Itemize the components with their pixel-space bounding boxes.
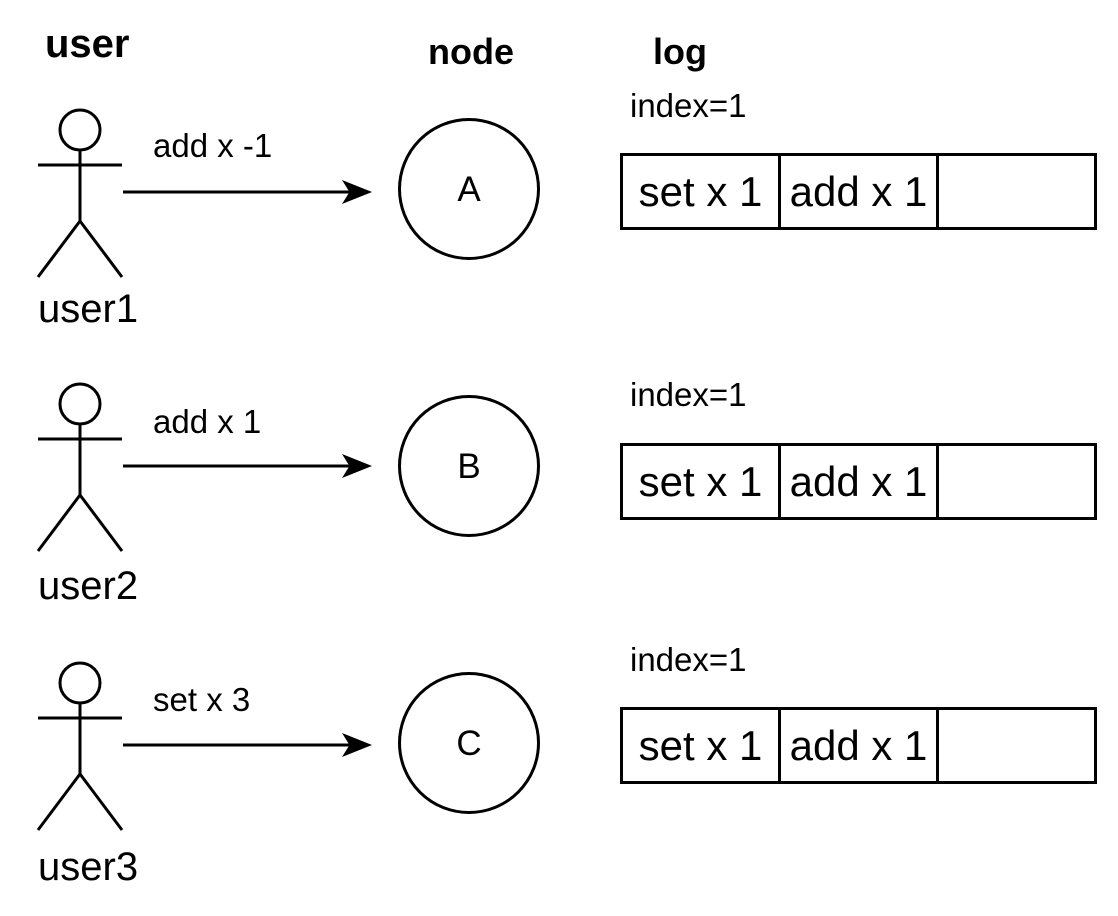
stick-figure-user2: [30, 379, 130, 559]
arrow-right-icon: [123, 454, 372, 478]
column-header-node: node: [428, 31, 514, 72]
arrow-right-icon: [123, 733, 372, 757]
person-icon: [36, 382, 124, 552]
person-icon: [36, 108, 124, 278]
stick-figure-user1: [30, 105, 130, 285]
log-cell: set x 1: [638, 721, 763, 769]
request-arrow: [120, 450, 380, 482]
column-header-user: user: [45, 22, 130, 66]
node-label: C: [456, 723, 482, 763]
user-name-label: user1: [38, 287, 139, 331]
log-cell: set x 1: [638, 457, 763, 505]
user-name-label: user2: [38, 564, 139, 608]
node-circle-a: A: [398, 118, 540, 260]
log-cell: set x 1: [638, 167, 763, 215]
log-cell: add x 1: [778, 710, 936, 781]
log-cell: add x 1: [778, 446, 936, 517]
log-index-label: index=1: [630, 376, 747, 413]
log-table: set x 1 add x 1: [620, 443, 1097, 520]
log-cell-empty: [936, 446, 1094, 517]
request-label: add x -1: [153, 127, 273, 164]
arrow-right-icon: [123, 180, 372, 204]
stick-figure-user3: [30, 658, 130, 838]
log-index-label: index=1: [630, 87, 747, 124]
log-index-label: index=1: [630, 641, 747, 678]
log-cell: add x 1: [778, 156, 936, 227]
request-label: set x 3: [153, 681, 251, 718]
log-table: set x 1 add x 1: [620, 707, 1097, 784]
log-table: set x 1 add x 1: [620, 153, 1097, 230]
person-icon: [36, 661, 124, 831]
node-label: B: [457, 446, 481, 486]
request-label: add x 1: [153, 403, 262, 440]
request-arrow: [120, 176, 380, 208]
log-cell-empty: [936, 156, 1094, 227]
node-label: A: [457, 169, 481, 209]
request-arrow: [120, 729, 380, 761]
log-cell-empty: [936, 710, 1094, 781]
node-circle-b: B: [398, 395, 540, 537]
column-header-log: log: [653, 31, 707, 72]
user-name-label: user3: [38, 845, 139, 889]
node-circle-c: C: [398, 672, 540, 814]
